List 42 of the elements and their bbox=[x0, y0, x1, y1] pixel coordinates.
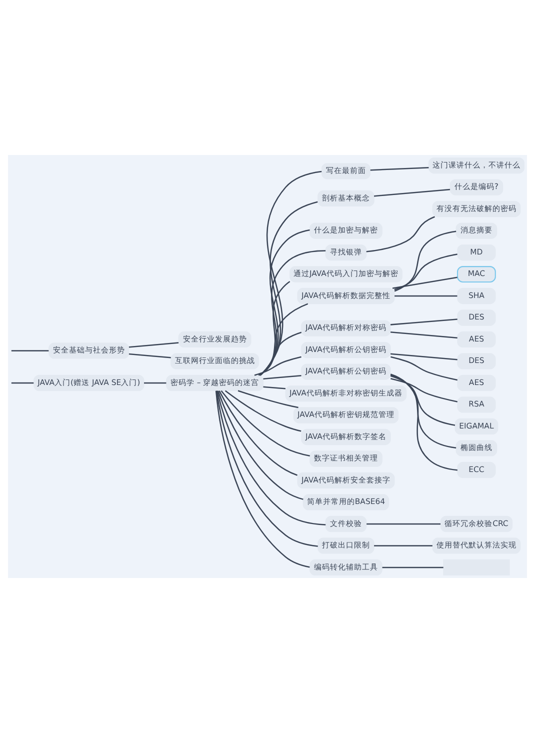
connector bbox=[217, 390, 304, 500]
connector bbox=[394, 253, 458, 290]
connector bbox=[382, 566, 444, 568]
connector bbox=[258, 331, 302, 376]
connector bbox=[390, 373, 458, 470]
connector bbox=[366, 216, 435, 252]
node-box bbox=[443, 558, 510, 576]
connector bbox=[254, 356, 302, 376]
connector bbox=[11, 350, 49, 351]
connector bbox=[220, 390, 310, 456]
connector bbox=[215, 390, 310, 568]
connector bbox=[144, 382, 166, 384]
connector bbox=[374, 188, 450, 196]
connector bbox=[218, 390, 298, 476]
connector bbox=[392, 276, 458, 288]
connector bbox=[216, 390, 318, 546]
connector bbox=[390, 356, 458, 380]
connector bbox=[390, 330, 458, 338]
connector bbox=[366, 522, 440, 524]
connector bbox=[263, 386, 286, 389]
connector bbox=[260, 228, 310, 376]
connector bbox=[370, 166, 429, 170]
connector bbox=[260, 280, 290, 376]
connector bbox=[260, 170, 322, 376]
connector bbox=[128, 342, 179, 348]
connector bbox=[390, 377, 458, 402]
connector bbox=[390, 374, 456, 426]
connector bbox=[374, 544, 432, 546]
connector bbox=[238, 390, 298, 408]
connector bbox=[390, 318, 458, 325]
connector bbox=[216, 390, 326, 525]
connector bbox=[260, 250, 326, 376]
connector bbox=[390, 374, 456, 448]
connector bbox=[263, 374, 302, 379]
connector bbox=[259, 302, 308, 376]
connector bbox=[11, 382, 34, 384]
connector bbox=[394, 294, 458, 296]
connector bbox=[128, 352, 171, 358]
connector bbox=[260, 200, 318, 376]
connector bbox=[224, 390, 302, 432]
connector bbox=[390, 352, 458, 360]
connector bbox=[394, 230, 456, 292]
